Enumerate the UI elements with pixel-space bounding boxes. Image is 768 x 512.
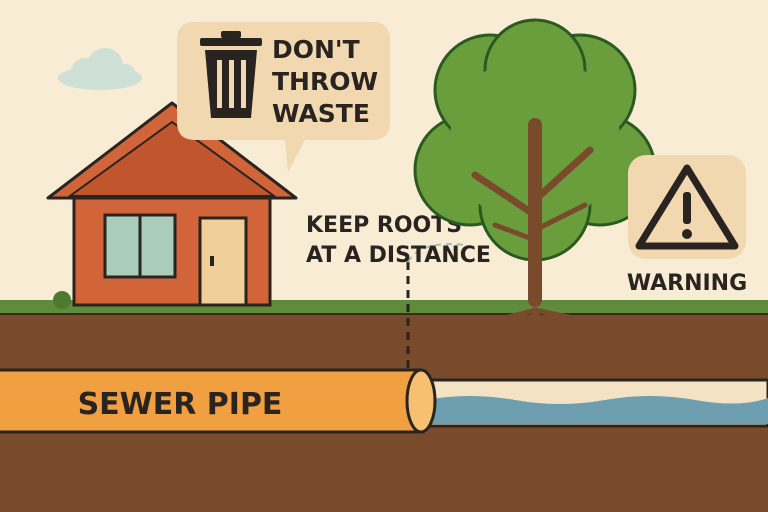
- warning-sign: WARNING: [627, 155, 747, 296]
- roots-note-line-1: KEEP ROOTS: [306, 213, 462, 238]
- distance-curve: [407, 243, 466, 263]
- door-knob: [210, 256, 214, 266]
- speech-text: DON'T THROW WASTE: [272, 35, 387, 128]
- roots-note: KEEP ROOTS AT A DISTANCE: [306, 213, 491, 268]
- water-channel: [423, 378, 768, 428]
- tree-trunk-and-roots: [447, 118, 633, 372]
- speech-line-2: THROW: [272, 67, 378, 96]
- speech-line-3: WASTE: [272, 99, 370, 128]
- warning-label: WARNING: [627, 271, 747, 296]
- trash-can-icon: [200, 31, 262, 118]
- warning-triangle-icon: [635, 164, 739, 250]
- door: [198, 216, 248, 307]
- tree: [413, 18, 657, 372]
- house: [46, 101, 298, 309]
- roots-note-line-2: AT A DISTANCE: [306, 243, 491, 268]
- bush: [53, 291, 71, 309]
- speech-bubble: DON'T THROW WASTE: [177, 22, 390, 172]
- sewer-pipe-label: SEWER PIPE: [78, 387, 283, 422]
- speech-line-1: DON'T: [272, 35, 360, 64]
- sewer-pipe: SEWER PIPE: [0, 368, 437, 434]
- cloud: [58, 48, 142, 90]
